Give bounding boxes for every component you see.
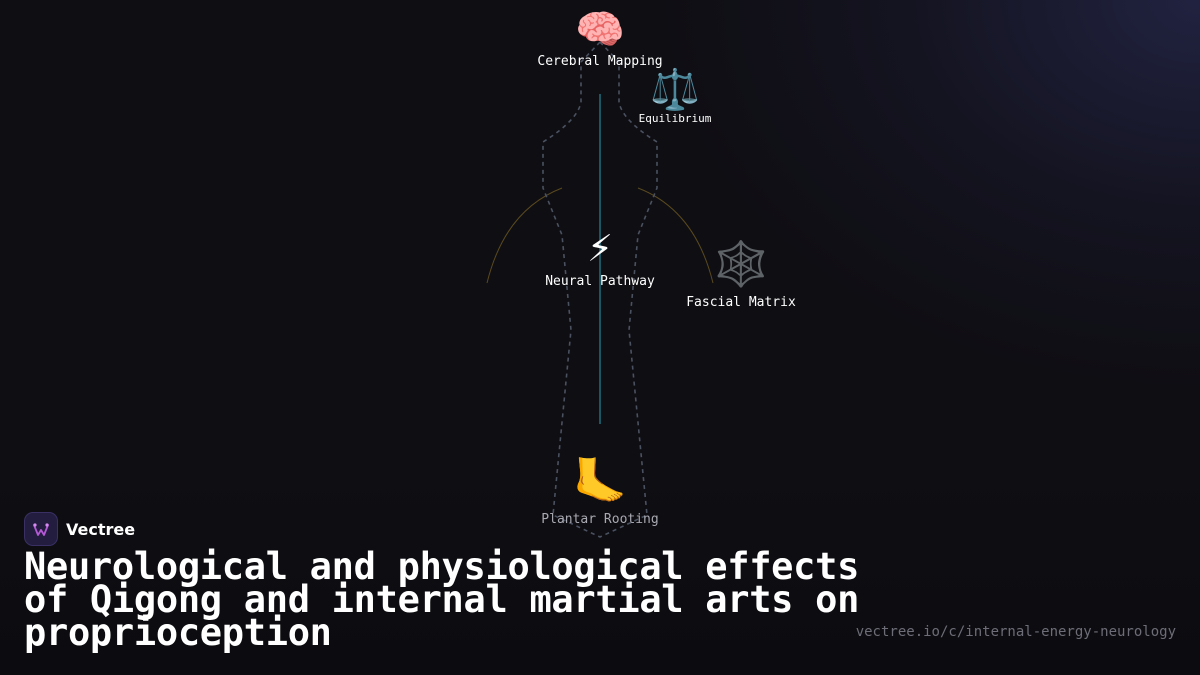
node-label: Plantar Rooting [541, 512, 659, 527]
page-title: Neurological and physiological effects o… [24, 545, 860, 654]
web-icon: 🕸️ [713, 239, 769, 290]
lightning-icon: ⚡ [587, 222, 613, 271]
scales-icon: ⚖️ [650, 67, 700, 113]
node-label: Cerebral Mapping [537, 54, 663, 69]
foot-icon: 🦶 [572, 456, 628, 507]
node-plantar-rooting: 🦶 Plantar Rooting [541, 456, 659, 528]
node-fascial-matrix: 🕸️ Fascial Matrix [686, 239, 796, 311]
brand[interactable]: Vectree [24, 512, 135, 546]
node-label: Equilibrium [638, 112, 712, 125]
node-label: Fascial Matrix [686, 295, 796, 310]
node-label: Neural Pathway [545, 274, 655, 289]
node-equilibrium: ⚖️ Equilibrium [639, 70, 712, 125]
node-neural-pathway: ⚡ Neural Pathway [545, 222, 655, 290]
vectree-logo-icon [24, 512, 58, 546]
brain-icon: 🧠 [575, 7, 625, 53]
left-arm-arc [486, 187, 563, 284]
right-arm-arc [637, 187, 714, 284]
body-outline [542, 40, 658, 538]
node-cerebral-mapping: 🧠 Cerebral Mapping [537, 10, 662, 69]
source-url[interactable]: vectree.io/c/internal-energy-neurology [855, 624, 1176, 640]
brand-name: Vectree [66, 519, 136, 539]
